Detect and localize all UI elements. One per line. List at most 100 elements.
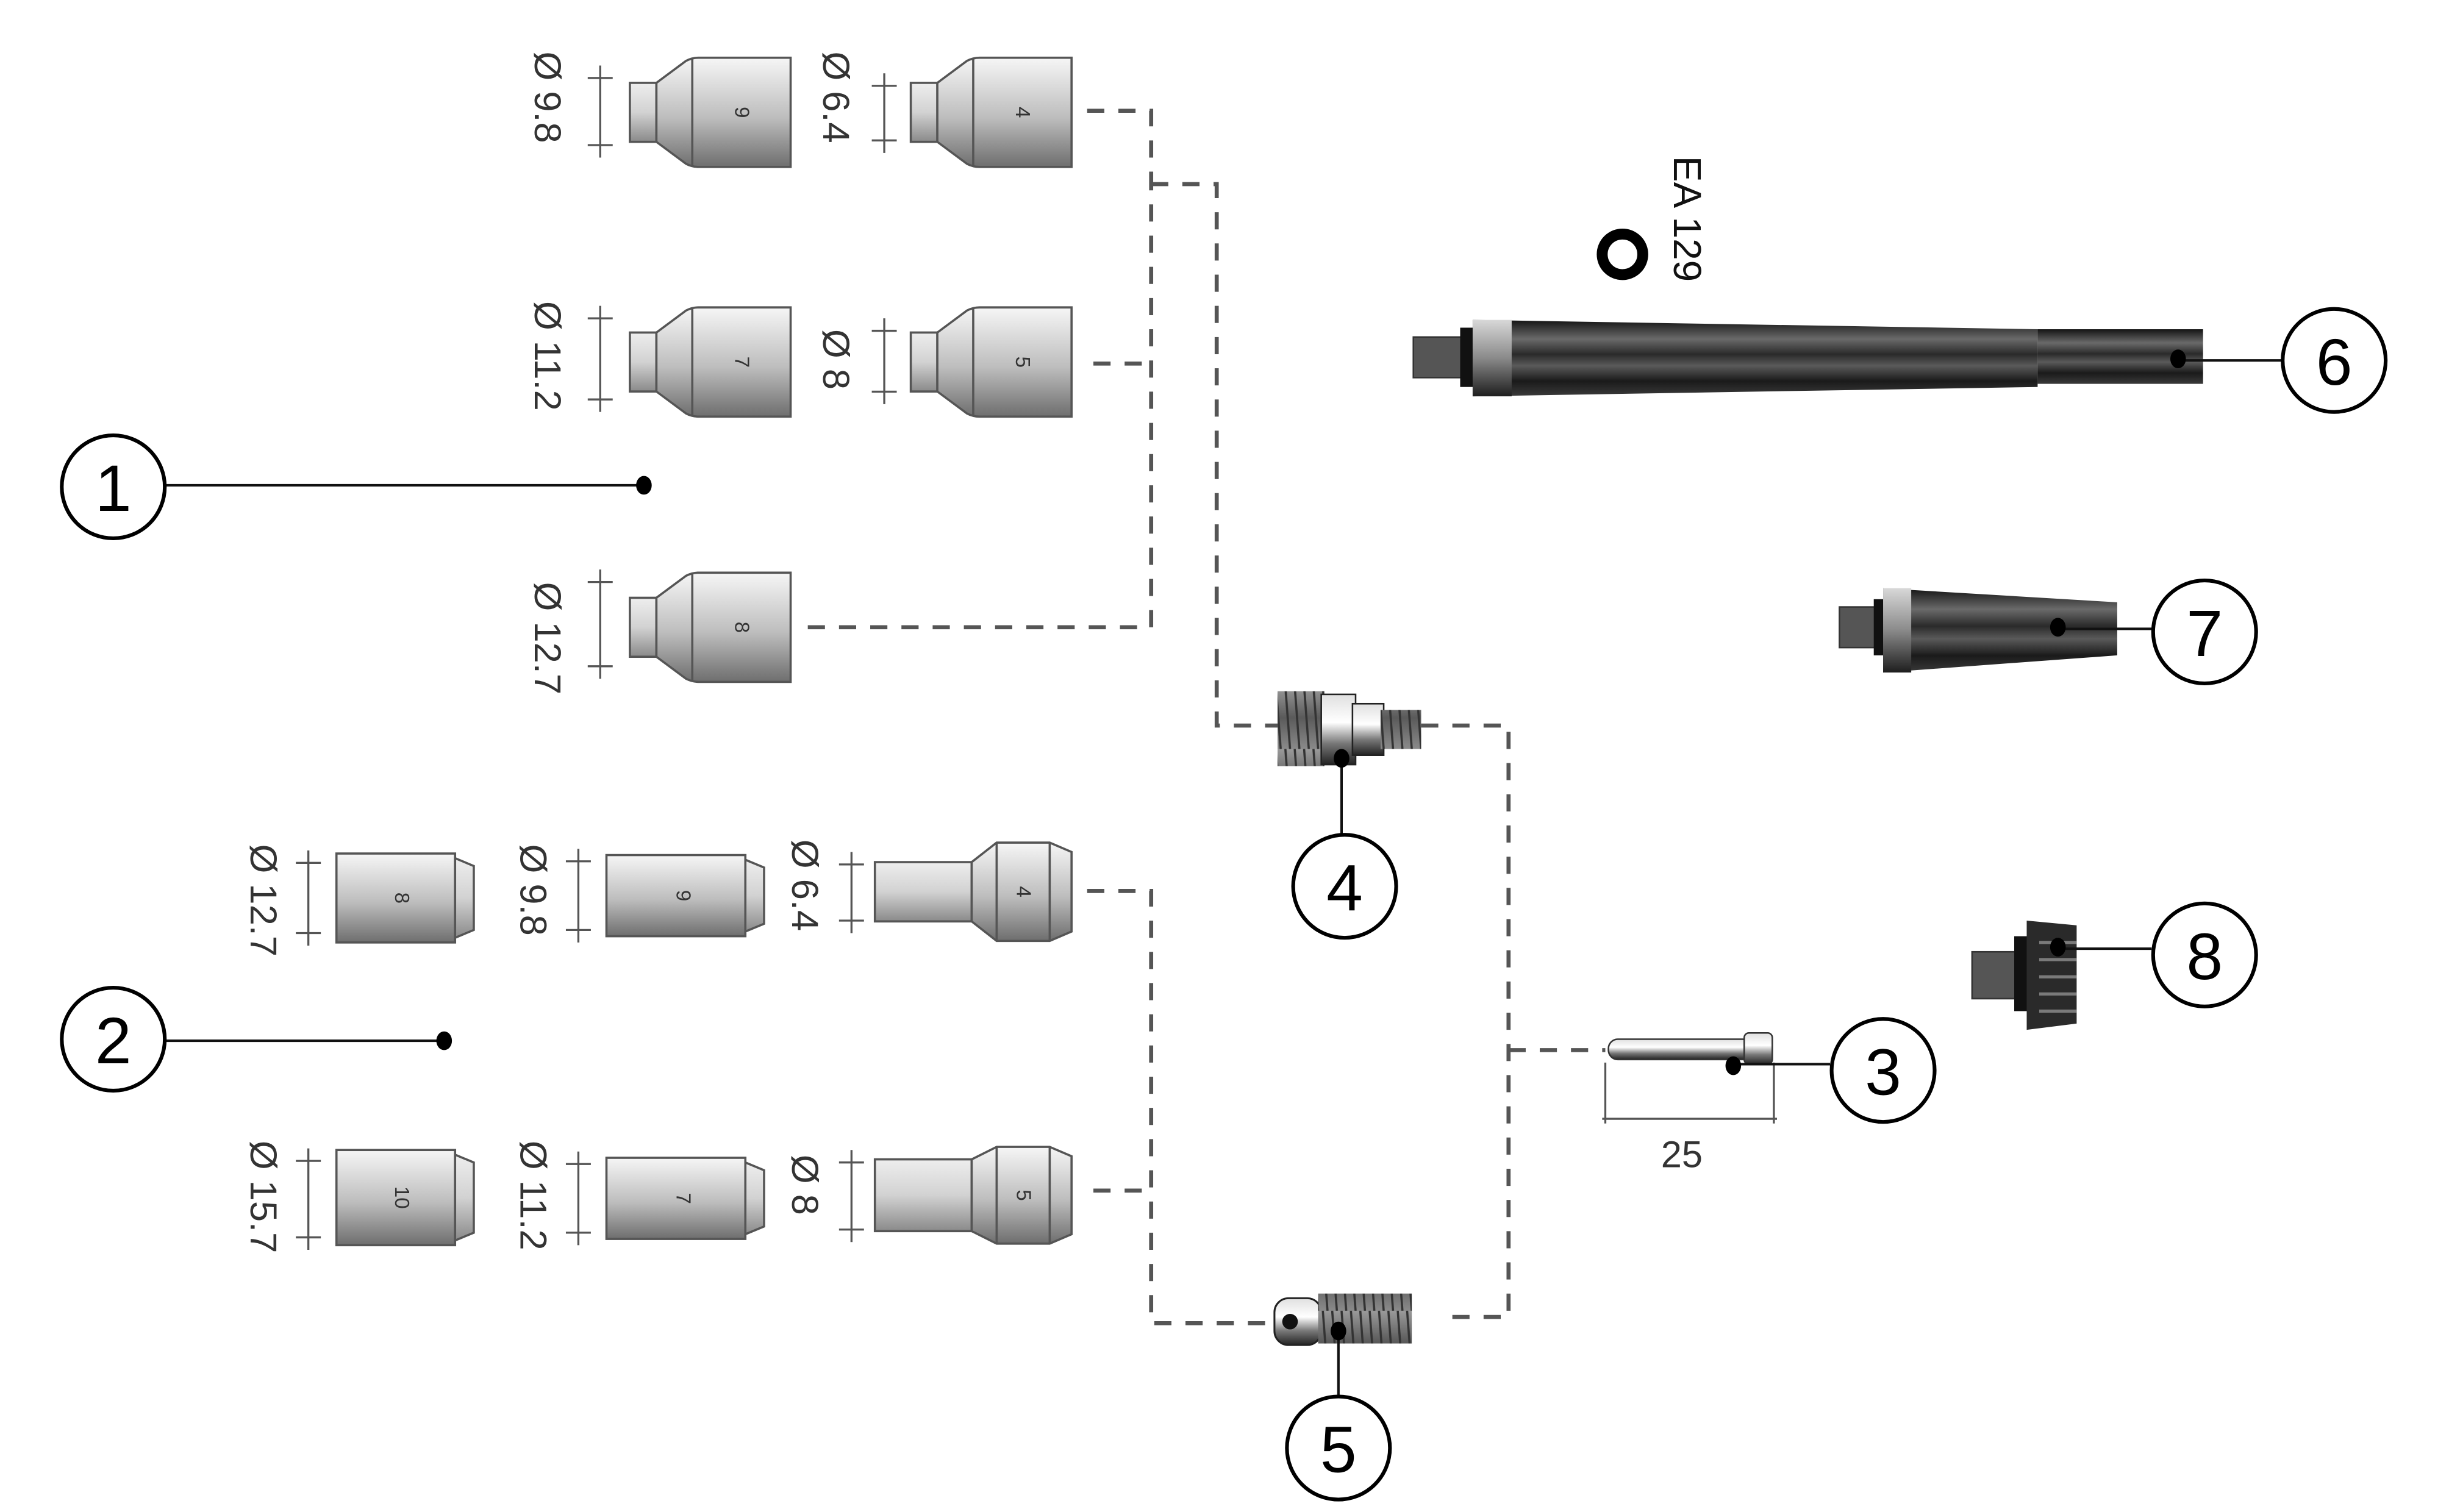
nozzle[interactable]: 8 <box>629 571 792 683</box>
group1-item: Ø 12.7 8 <box>526 569 792 694</box>
dimension-line <box>565 1151 591 1246</box>
diameter-label: Ø 6.4 <box>815 51 857 143</box>
nozzle[interactable]: 7 <box>605 1157 765 1240</box>
nozzle[interactable]: 5 <box>909 306 1073 418</box>
callout-number: 4 <box>1326 851 1363 924</box>
o-ring-icon <box>1596 228 1648 280</box>
nozzle[interactable]: 8 <box>335 852 475 944</box>
group2-item: Ø 9.8 9 <box>512 844 765 943</box>
leader-dot <box>436 1031 452 1050</box>
part-7-short-back-cap[interactable] <box>1839 588 2117 673</box>
nozzle-size-label: 5 <box>1011 357 1034 368</box>
part-5-collet[interactable] <box>1273 1293 1412 1346</box>
diameter-dimension: Ø 12.7 <box>526 569 613 694</box>
nozzle[interactable]: 4 <box>873 841 1073 943</box>
diameter-label: Ø 11.2 <box>512 1141 554 1250</box>
dimension-line <box>565 849 591 943</box>
diameter-label: Ø 11.2 <box>526 301 568 411</box>
nozzle-size-label: 8 <box>730 622 753 633</box>
dimension-line <box>838 1150 864 1243</box>
dash-g1-nozzle8 <box>807 184 1154 630</box>
part-8-button-cap[interactable] <box>1971 921 2077 1030</box>
diameter-label: Ø 6.4 <box>784 840 826 931</box>
back-cap-thread <box>1412 336 1464 379</box>
nozzle[interactable]: 4 <box>909 56 1073 168</box>
nozzle-size-label: 9 <box>730 107 753 118</box>
callout-circle <box>1285 1394 1392 1502</box>
nozzle-size-label: 7 <box>730 357 753 368</box>
leader-dot <box>1725 1056 1742 1075</box>
callout-8[interactable]: 8 <box>2050 901 2258 1008</box>
group2-item: Ø 11.2 7 <box>512 1141 765 1250</box>
nozzle-body <box>936 56 1073 168</box>
callout-7[interactable]: 7 <box>2050 579 2258 686</box>
nozzle[interactable]: 7 <box>629 306 792 418</box>
group1-item: Ø 11.2 7 <box>526 301 792 418</box>
nozzle-neck <box>873 861 973 923</box>
diameter-dimension: Ø 12.7 <box>242 844 321 957</box>
nozzle-tip <box>454 1153 475 1243</box>
dimension-line <box>871 318 897 404</box>
button-cap-thread <box>1971 950 2020 1000</box>
nozzle[interactable]: 9 <box>629 56 792 168</box>
callout-circle <box>2151 901 2258 1008</box>
diameter-dimension: Ø 11.2 <box>526 301 613 412</box>
collet-body-thread-small <box>1380 710 1421 749</box>
collet-slot <box>1282 1313 1298 1330</box>
dash-g2-nozzle4 <box>1087 889 1273 1325</box>
nozzle-size-label: 8 <box>390 893 413 904</box>
nozzle[interactable]: 10 <box>335 1149 475 1247</box>
electrode-length-label: 25 <box>1661 1133 1703 1175</box>
nozzle-collar <box>629 596 658 658</box>
leader-dot <box>636 476 652 495</box>
group1-item: Ø 6.4 4 <box>815 51 1073 168</box>
nozzle-body <box>655 56 792 168</box>
diameter-dimension: Ø 15.7 <box>242 1141 321 1253</box>
part-4-collet-body[interactable] <box>1278 691 1421 766</box>
diameter-label: Ø 12.7 <box>526 582 568 694</box>
o-ring[interactable] <box>1596 228 1648 280</box>
nozzle-body <box>655 306 792 418</box>
callout-3[interactable]: 3 <box>1725 1017 1937 1124</box>
callout-number: 1 <box>95 452 132 525</box>
short-cap-body <box>1883 588 2117 673</box>
callout-6[interactable]: 6 <box>2170 307 2388 414</box>
part-3-electrode[interactable] <box>1602 1032 1778 1124</box>
callout-circle <box>2151 579 2258 686</box>
short-cap-ring <box>1883 588 1912 673</box>
diameter-dimension: Ø 8 <box>784 1150 864 1243</box>
callout-1[interactable]: 1 <box>60 433 652 541</box>
nozzle-size-label: 5 <box>1012 1189 1034 1201</box>
nozzle-neck <box>873 1158 973 1233</box>
diameter-dimension: Ø 9.8 <box>512 844 591 943</box>
dash-body4-to-trunk <box>1421 723 1511 1319</box>
dash-g1-nozzle4 <box>1087 109 1154 185</box>
group2-item: Ø 6.4 4 <box>784 840 1073 943</box>
callout-number: 8 <box>2186 920 2223 993</box>
nozzle[interactable]: 9 <box>605 854 765 938</box>
dimension-line <box>587 569 613 679</box>
nozzle[interactable]: 5 <box>873 1146 1073 1245</box>
nozzle-body <box>605 854 747 938</box>
nozzle-size-label: 4 <box>1012 886 1034 897</box>
leader-dot <box>2050 618 2066 637</box>
diameter-dimension: Ø 6.4 <box>815 51 897 153</box>
callout-5[interactable]: 5 <box>1285 1321 1392 1502</box>
nozzle-size-label: 7 <box>671 1193 694 1204</box>
callout-number: 2 <box>95 1004 132 1077</box>
electrode-dim-line <box>1602 1062 1778 1124</box>
callout-2[interactable]: 2 <box>60 985 452 1093</box>
short-cap-thread <box>1839 606 1878 649</box>
dimension-line <box>296 850 321 946</box>
part-6-long-back-cap[interactable] <box>1412 319 2203 397</box>
callout-number: 6 <box>2316 326 2353 399</box>
leader-dot <box>2050 938 2066 957</box>
nozzle-size-label: 9 <box>671 890 694 902</box>
nozzle-tip <box>744 858 765 933</box>
nozzle-body <box>936 306 1073 418</box>
callout-4[interactable]: 4 <box>1291 749 1398 940</box>
